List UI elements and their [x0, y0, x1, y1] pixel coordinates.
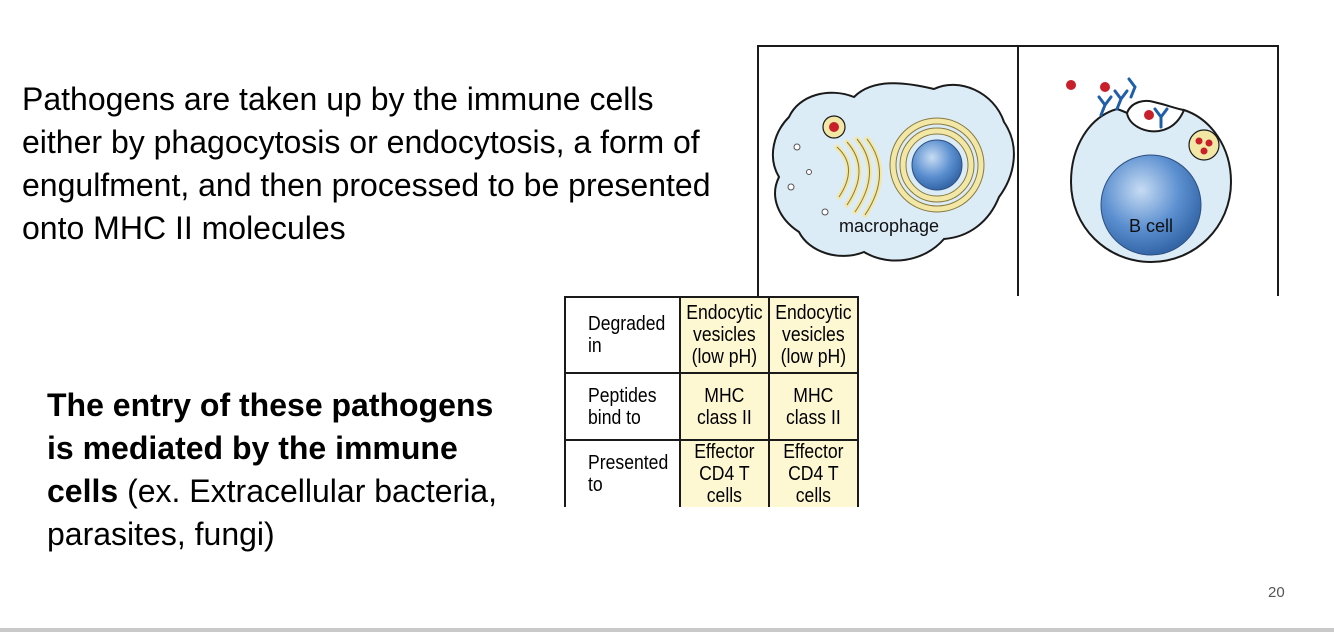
b-cell-nucleus: [1100, 154, 1202, 256]
b-cell-image-cell: B cell: [1017, 45, 1279, 296]
intro-paragraph: Pathogens are taken up by the immune cel…: [22, 81, 711, 246]
vesicle-icon: [787, 183, 795, 191]
b-cell-illustration: B cell: [1066, 77, 1233, 264]
macrophage-image-cell: macrophage: [757, 45, 1019, 296]
macrophage-nucleus: [911, 139, 963, 191]
bottom-divider: [0, 628, 1334, 632]
cell-macrophage-presented-to: Effector CD4 T cells: [679, 439, 770, 507]
endoplasmic-reticulum-icon: [890, 118, 984, 212]
cell-b-cell-presented-to: Effector CD4 T cells: [767, 439, 859, 507]
row-label-peptides-bind-to: Peptides bind to: [563, 372, 682, 441]
b-cell-label: B cell: [1129, 216, 1173, 236]
table-row: Degraded in Endocytic vesicles (low pH) …: [563, 296, 859, 374]
cell-macrophage-peptides-bind-to: MHC class II: [679, 372, 770, 441]
entry-example-text: (ex. Extracellular bacteria, parasites, …: [47, 473, 497, 552]
entry-paragraph: The entry of these pathogens is mediated…: [47, 384, 517, 556]
table-row: Peptides bind to MHC class II MHC class …: [563, 372, 859, 441]
pathogen-icon: [1066, 80, 1076, 90]
cell-macrophage-degraded-in: Endocytic vesicles (low pH): [679, 296, 770, 374]
page-number: 20: [1268, 584, 1285, 601]
cell-b-cell-peptides-bind-to: MHC class II: [767, 372, 859, 441]
vesicle-icon: [793, 143, 801, 151]
cell-b-cell-degraded-in: Endocytic vesicles (low pH): [767, 296, 859, 374]
row-label-degraded-in: Degraded in: [563, 296, 682, 374]
processing-table: Degraded in Endocytic vesicles (low pH) …: [563, 296, 859, 507]
pathogen-dot-icon: [1205, 139, 1213, 147]
endosome-icon: [1188, 129, 1220, 161]
vesicle-icon: [821, 208, 829, 216]
table-row: Presented to Effector CD4 T cells Effect…: [563, 439, 859, 507]
pathogen-dot-icon: [829, 122, 839, 132]
b-cell-receptor-icon: [1097, 77, 1169, 129]
row-label-presented-to: Presented to: [563, 439, 682, 507]
pathogen-icon: [1100, 82, 1110, 92]
pathogen-icon: [1144, 110, 1154, 120]
macrophage-label: macrophage: [839, 216, 939, 236]
pathogen-dot-icon: [1200, 147, 1208, 155]
pathogen-dot-icon: [1195, 137, 1203, 145]
vesicle-icon: [806, 169, 812, 175]
entry-bold-text: The entry of these pathogens is mediated…: [47, 387, 494, 509]
macrophage-illustration: macrophage: [771, 82, 1015, 262]
